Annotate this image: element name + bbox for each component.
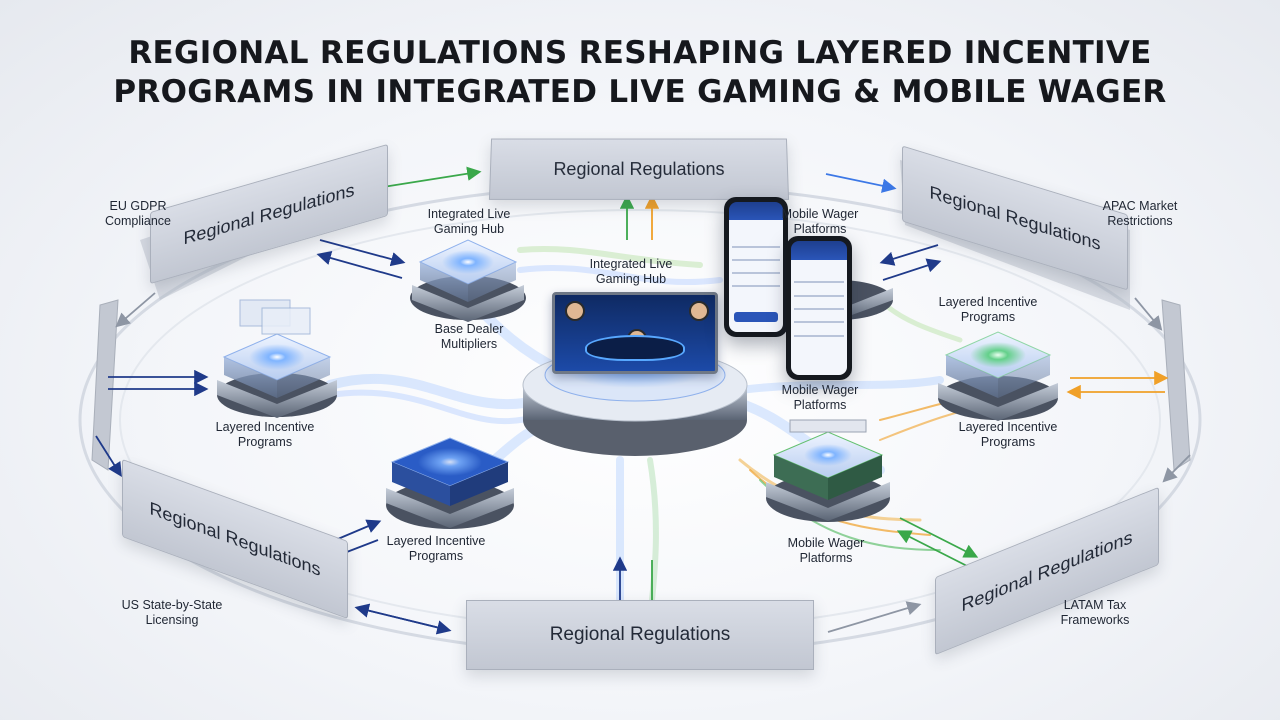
node-mobile-bottom-label: Mobile Wager Platforms xyxy=(788,536,865,566)
region-apac-label: APAC Market Restrictions xyxy=(1103,199,1178,229)
node-live-hub-center-label: Integrated Live Gaming Hub xyxy=(590,257,673,287)
dealer-avatar-icon xyxy=(565,301,585,321)
node-cube-top-left xyxy=(410,240,526,322)
node-cube-left xyxy=(217,300,337,418)
region-latam-label: LATAM Tax Frameworks xyxy=(1061,598,1130,628)
live-dealer-screen xyxy=(552,292,718,374)
mobile-phone-front xyxy=(786,236,852,380)
node-cube-right xyxy=(938,332,1058,421)
region-us-label: US State-by-State Licensing xyxy=(122,598,223,628)
node-mobile-top-label: Mobile Wager Platforms xyxy=(782,207,859,237)
panel-regional-top: Regional Regulations xyxy=(489,139,789,200)
wall-panel-left xyxy=(92,300,118,470)
panel-regional-top-label: Regional Regulations xyxy=(553,159,725,180)
node-mobile-mid-label: Mobile Wager Platforms xyxy=(782,383,859,413)
wall-panel-right xyxy=(1162,300,1190,470)
player-avatar-icon xyxy=(689,301,709,321)
node-cube-bottom-right xyxy=(766,420,890,522)
node-incentive-bottom-label: Layered Incentive Programs xyxy=(387,534,486,564)
panel-regional-bottom: Regional Regulations xyxy=(466,600,814,670)
mobile-phone-back xyxy=(724,197,788,337)
node-incentive-right-top-label: Layered Incentive Programs xyxy=(939,295,1038,325)
panel-regional-bottom-label: Regional Regulations xyxy=(550,624,731,646)
node-incentive-left-label: Layered Incentive Programs xyxy=(216,420,315,450)
node-cube-bottom-left xyxy=(386,438,514,529)
gaming-table-icon xyxy=(585,335,685,361)
region-eu-label: EU GDPR Compliance xyxy=(105,199,171,229)
node-incentive-right-bottom-label: Layered Incentive Programs xyxy=(959,420,1058,450)
node-base-dealer-label: Base Dealer Multipliers xyxy=(435,322,504,352)
node-live-hub-top-label: Integrated Live Gaming Hub xyxy=(428,207,511,237)
